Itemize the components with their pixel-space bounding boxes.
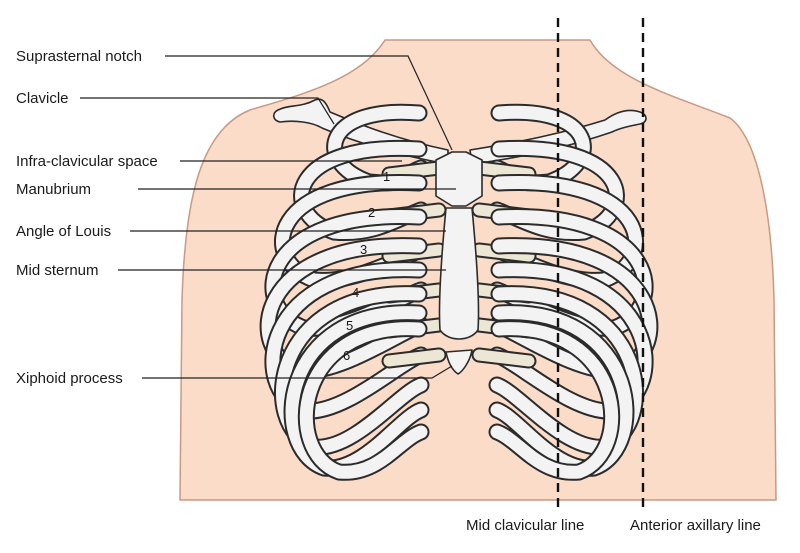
- label-anterior-axillary-line: Anterior axillary line: [630, 517, 761, 534]
- label-manubrium: Manubrium: [16, 181, 91, 198]
- label-infra-clavicular-space: Infra-clavicular space: [16, 153, 158, 170]
- label-clavicle: Clavicle: [16, 90, 69, 107]
- leader-suprasternal-notch: [165, 55, 453, 151]
- rib-number-6: 6: [343, 348, 350, 363]
- label-mid-clavicular-line: Mid clavicular line: [466, 517, 584, 534]
- cartilage-right-1: [471, 160, 537, 182]
- manubrium-bone: [435, 151, 483, 207]
- xiphoid-bone: [445, 349, 473, 375]
- rib-number-2: 2: [368, 205, 375, 220]
- cartilage-left-6: [381, 347, 447, 369]
- rib-number-4: 4: [352, 285, 359, 300]
- leader-clavicle: [80, 97, 335, 125]
- rib-left-8: [283, 304, 430, 477]
- label-mid-sternum: Mid sternum: [16, 262, 99, 279]
- label-xiphoid-process: Xiphoid process: [16, 370, 123, 387]
- rib-right-9: [488, 320, 621, 481]
- leader-xiphoid-process: [142, 365, 453, 379]
- sternum-body: [438, 207, 480, 340]
- leader-lines: [80, 55, 456, 379]
- cartilage-right-6: [471, 347, 537, 369]
- rib-number-5: 5: [346, 318, 353, 333]
- rib-number-1: 1: [383, 169, 390, 184]
- rib-number-labels: 1 2 3 4 5 6: [343, 169, 390, 363]
- rib-cage: [259, 103, 659, 481]
- rib-left-9: [297, 320, 430, 481]
- cartilage-left-1: [381, 160, 447, 182]
- label-suprasternal-notch: Suprasternal notch: [16, 48, 142, 65]
- rib-number-3: 3: [360, 242, 367, 257]
- anatomy-labels: Suprasternal notch Clavicle Infra-clavic…: [16, 48, 761, 534]
- rib-right-8: [488, 304, 635, 477]
- label-angle-of-louis: Angle of Louis: [16, 223, 111, 240]
